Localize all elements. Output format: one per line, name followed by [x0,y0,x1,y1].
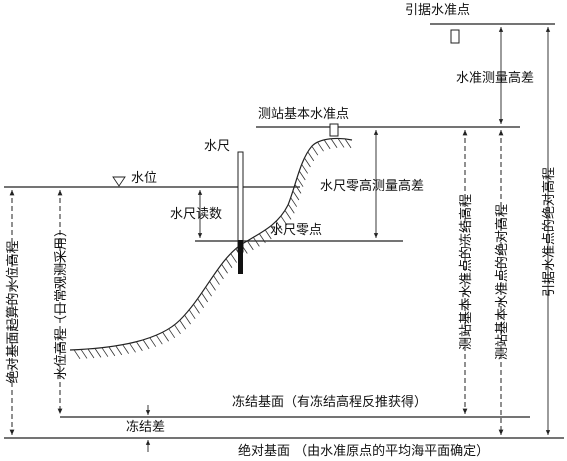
frozen-datum-label: 冻结基面（有冻结高程反推获得） [232,394,427,410]
hatch-mark [149,337,157,347]
gauge-staff [237,151,244,253]
hatch-mark [115,345,123,356]
hatch-mark [87,348,95,359]
station-abs-elev-label: 测站基本水准点的绝对高程 [494,204,510,360]
station-benchmark-icon [329,123,339,137]
hatch-mark [230,253,238,263]
hatch-mark [209,281,216,291]
bank-hatching [73,138,352,360]
hatch-mark [287,204,295,214]
hatch-mark [280,215,288,226]
gauge-staff-base [238,240,243,274]
hatch-mark [275,221,283,231]
hatch-mark [259,233,266,243]
frozen-diff-label: 冻结差 [126,419,165,435]
water-level-label: 水位 [131,171,157,186]
hatch-mark [101,347,109,357]
gauge-zero-diff-label: 水尺零高测量高差 [320,178,424,194]
hatch-mark [337,138,345,148]
level-diff-label: 水准测量高差 [456,70,534,86]
hatch-mark [122,344,130,354]
stage-elev-daily-label: 水位高程（日常观测采用） [53,224,69,380]
hatch-mark [298,170,306,181]
hatch-mark [201,292,209,303]
hatch-mark [136,341,143,351]
hatch-mark [197,298,204,308]
hatch-mark [294,184,302,194]
hatch-mark [284,210,292,220]
water-level-triangle-icon [112,176,126,187]
abs-stage-elev-label: 绝对基面起算的水位高程 [5,240,21,383]
hatch-mark [188,309,196,320]
hatch-mark [155,334,163,345]
hatch-mark [323,139,331,150]
bank-profile [69,137,353,351]
hatch-mark [162,332,169,342]
hatch-mark [292,190,300,201]
hatch-mark [246,240,254,251]
hatch-mark [142,339,150,350]
reference-point-label: 引据水准点 [405,3,470,18]
hatch-mark [213,275,220,285]
hatch-mark [225,258,233,268]
hatch-mark [301,164,309,174]
hatch-mark [94,348,102,358]
hatch-mark [217,269,224,280]
hatch-mark [73,349,81,360]
gauge-label: 水尺 [204,139,230,154]
hatch-mark [168,328,176,339]
hatch-mark [80,349,88,359]
hatch-mark [184,314,191,325]
hatch-mark [307,151,315,162]
hatch-mark [264,229,272,240]
hatch-mark [221,263,228,274]
hatch-mark [193,304,200,314]
hatch-mark [317,141,324,152]
hatch-mark [344,138,352,149]
hatch-mark [108,346,116,357]
hatch-mark [296,177,304,187]
hatch-mark [330,138,338,148]
gauge-reading-label: 水尺读数 [170,207,222,222]
hatch-mark [129,343,136,353]
hatch-mark [290,197,298,207]
hatch-mark [253,237,260,247]
ref-abs-elev-label: 引据水准点的绝对高程 [541,167,557,297]
hatch-mark [174,324,181,335]
hatch-mark [311,145,319,156]
station-point-label: 测站基本水准点 [258,107,349,122]
gauge-zero-label: 水尺零点 [270,223,322,238]
reference-benchmark-icon [450,29,460,44]
hatch-mark [179,319,187,330]
hatch-mark [205,286,212,297]
hatch-mark [270,225,278,236]
hatch-mark [304,157,311,168]
station-frozen-elev-label: 测站基本水准点的冻结高程 [458,194,474,350]
absolute-datum-label: 绝对基面 （由水准原点的平均海平面确定） [238,443,489,459]
